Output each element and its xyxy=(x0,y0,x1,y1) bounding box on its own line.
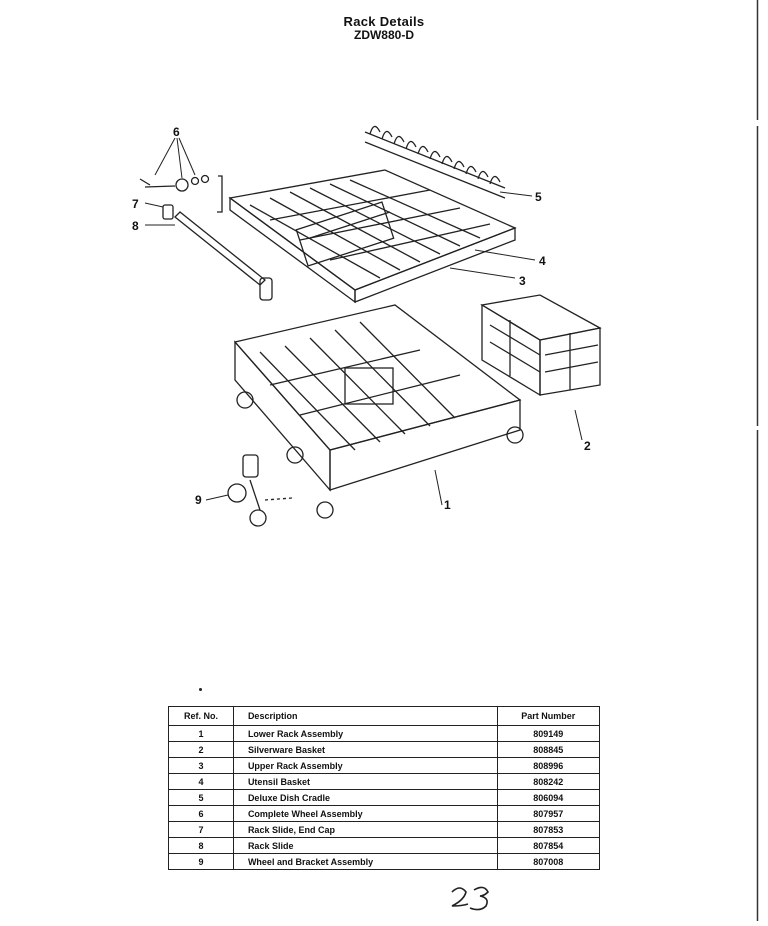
callout-3: 3 xyxy=(519,274,526,288)
stray-mark xyxy=(199,688,202,691)
table-row: 7 Rack Slide, End Cap 807853 xyxy=(168,821,601,838)
dish-cradle-drawing xyxy=(364,125,506,199)
ref-cell: 8 xyxy=(168,837,234,854)
callout-1: 1 xyxy=(444,498,451,512)
part-number-cell: 808996 xyxy=(496,757,601,774)
callout-2: 2 xyxy=(584,439,591,453)
table-row: 5 Deluxe Dish Cradle 806094 xyxy=(168,789,601,806)
description-cell: Utensil Basket xyxy=(232,773,498,790)
ref-cell: 5 xyxy=(168,789,234,806)
header-ref-no: Ref. No. xyxy=(168,706,234,726)
part-number-cell: 807957 xyxy=(496,805,601,822)
rack-slide-drawing xyxy=(139,174,273,301)
parts-table: Ref. No. Description Part Number 1 Lower… xyxy=(168,706,601,870)
upper-rack-drawing xyxy=(228,169,517,304)
rack-exploded-diagram: 1 2 3 4 5 6 7 8 9 xyxy=(132,125,602,527)
description-cell: Wheel and Bracket Assembly xyxy=(232,853,498,870)
description-cell: Rack Slide, End Cap xyxy=(232,821,498,838)
leader-lines xyxy=(144,137,583,506)
description-cell: Lower Rack Assembly xyxy=(232,725,498,742)
parts-table-header: Ref. No. Description Part Number xyxy=(168,706,601,726)
description-cell: Rack Slide xyxy=(232,837,498,854)
table-row: 6 Complete Wheel Assembly 807957 xyxy=(168,805,601,822)
ref-cell: 6 xyxy=(168,805,234,822)
ref-cell: 4 xyxy=(168,773,234,790)
table-row: 1 Lower Rack Assembly 809149 xyxy=(168,725,601,742)
callout-8: 8 xyxy=(132,219,139,233)
handwritten-page-number xyxy=(451,886,489,911)
part-number-cell: 807853 xyxy=(496,821,601,838)
model-number: ZDW880-D xyxy=(353,28,414,42)
table-row: 8 Rack Slide 807854 xyxy=(168,837,601,854)
part-number-cell: 807008 xyxy=(496,853,601,870)
table-row: 2 Silverware Basket 808845 xyxy=(168,741,601,758)
part-number-cell: 809149 xyxy=(496,725,601,742)
part-number-cell: 807854 xyxy=(496,837,601,854)
table-row: 4 Utensil Basket 808242 xyxy=(168,773,601,790)
ref-cell: 2 xyxy=(168,741,234,758)
table-row: 9 Wheel and Bracket Assembly 807008 xyxy=(168,853,601,870)
header-description: Description xyxy=(232,706,498,726)
callout-9: 9 xyxy=(195,493,202,507)
lower-rack-drawing xyxy=(233,304,524,519)
description-cell: Deluxe Dish Cradle xyxy=(232,789,498,806)
callout-4: 4 xyxy=(539,254,546,268)
callout-6: 6 xyxy=(173,125,180,139)
wheel-bracket-drawing xyxy=(227,454,293,527)
ref-cell: 7 xyxy=(168,821,234,838)
callout-7: 7 xyxy=(132,197,139,211)
description-cell: Upper Rack Assembly xyxy=(232,757,498,774)
part-number-cell: 806094 xyxy=(496,789,601,806)
callout-5: 5 xyxy=(535,190,542,204)
header-part-number: Part Number xyxy=(496,706,601,726)
ref-cell: 1 xyxy=(168,725,234,742)
scan-edge-line xyxy=(756,0,759,921)
part-number-cell: 808845 xyxy=(496,741,601,758)
table-row: 3 Upper Rack Assembly 808996 xyxy=(168,757,601,774)
description-cell: Complete Wheel Assembly xyxy=(232,805,498,822)
ref-cell: 3 xyxy=(168,757,234,774)
part-number-cell: 808242 xyxy=(496,773,601,790)
description-cell: Silverware Basket xyxy=(232,741,498,758)
page-title: Rack Details xyxy=(343,14,425,29)
silverware-basket-drawing xyxy=(480,294,602,397)
ref-cell: 9 xyxy=(168,853,234,870)
